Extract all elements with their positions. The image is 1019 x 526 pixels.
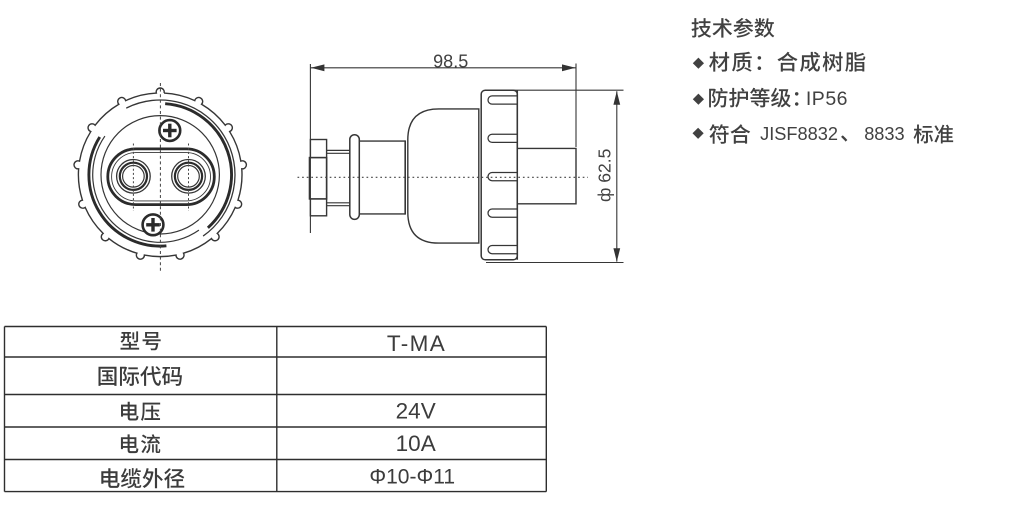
- svg-text:JISF8832: JISF8832: [760, 124, 838, 144]
- svg-text:Φ10-Φ11: Φ10-Φ11: [369, 465, 455, 488]
- svg-text:ф 62.5: ф 62.5: [595, 149, 615, 202]
- svg-text:24V: 24V: [396, 399, 436, 424]
- svg-text:10A: 10A: [396, 431, 436, 456]
- svg-text:IP56: IP56: [806, 88, 848, 110]
- svg-text:8833: 8833: [864, 124, 904, 144]
- svg-text:T-MA: T-MA: [387, 331, 446, 356]
- svg-text:98.5: 98.5: [433, 51, 468, 71]
